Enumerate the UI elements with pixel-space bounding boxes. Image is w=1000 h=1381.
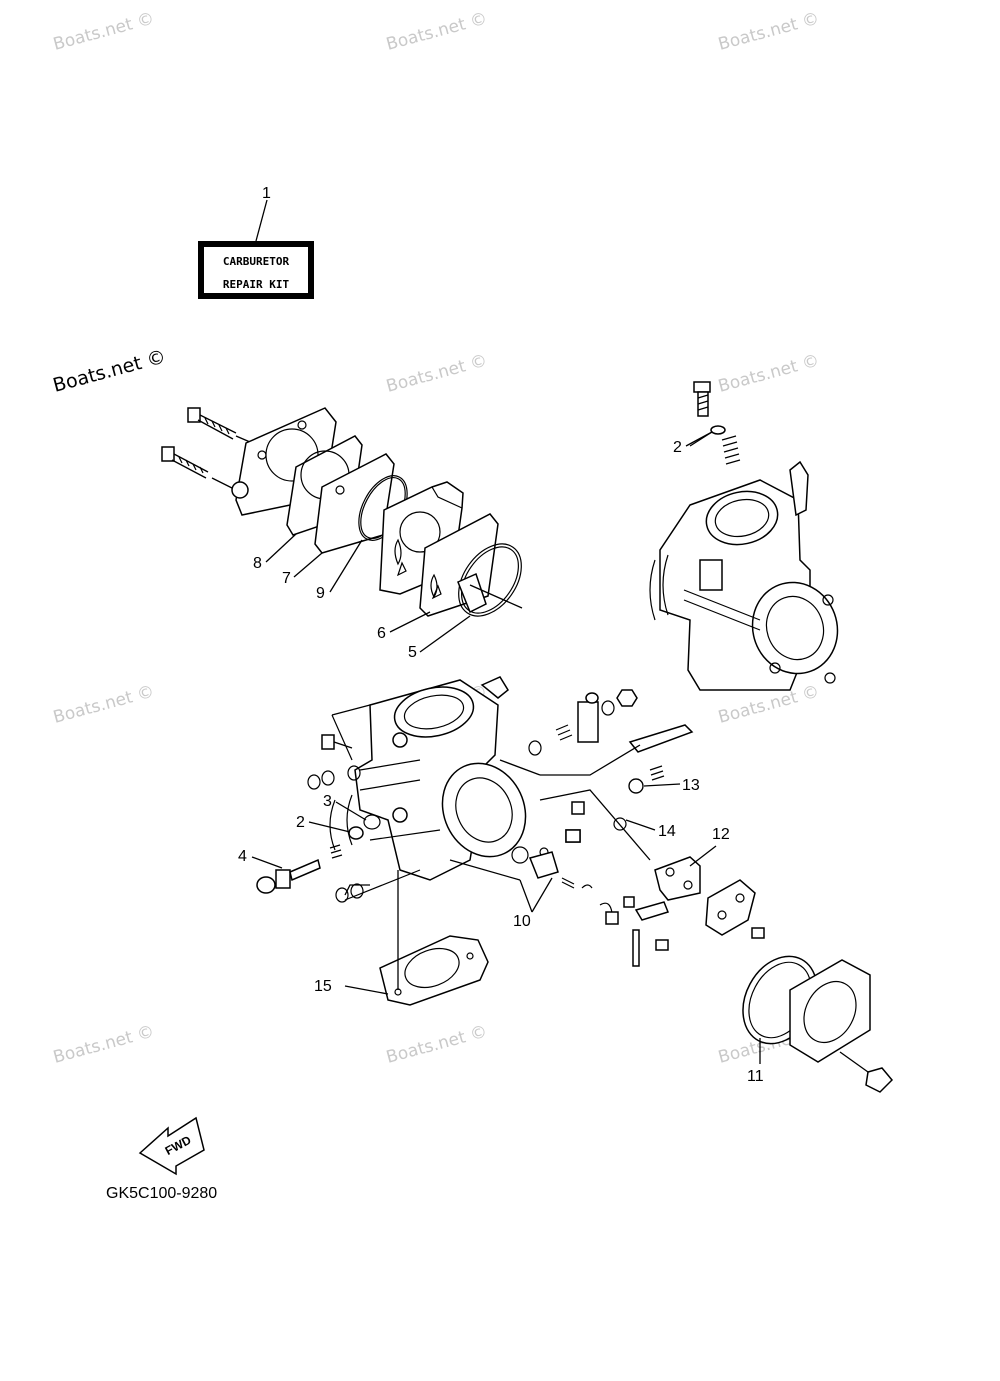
watermark: Boats.net © (716, 351, 821, 397)
callout-2-lower: 2 (296, 814, 305, 831)
callout-7: 7 (282, 570, 291, 587)
watermark: Boats.net © (51, 9, 156, 55)
fwd-arrow-icon: FWD (138, 1116, 205, 1176)
gasket-base (379, 935, 489, 1006)
callout-2-upper: 2 (673, 439, 682, 456)
callout-9: 9 (316, 585, 325, 602)
callout-6: 6 (377, 625, 386, 642)
pilot-screw (256, 844, 343, 894)
callout-4: 4 (238, 848, 247, 865)
callout-8: 8 (253, 555, 262, 572)
diagram-part-number: GK5C100-9280 (106, 1185, 217, 1202)
screw-upper (187, 407, 237, 440)
watermark: Boats.net © (384, 1022, 489, 1068)
callout-12: 12 (712, 826, 730, 843)
watermark: Boats.net © (51, 682, 156, 728)
screw-lower (161, 446, 209, 479)
assembled-carburetor (649, 381, 839, 691)
watermark: Boats.net © (716, 9, 821, 55)
callout-11: 11 (747, 1068, 764, 1085)
callout-15: 15 (314, 978, 332, 995)
callout-14: 14 (658, 823, 676, 840)
carburetor-body-exploded (256, 676, 894, 1093)
watermark: Boats.net © (51, 346, 169, 397)
callout-10: 10 (513, 913, 531, 930)
callout-1: 1 (262, 185, 271, 202)
callout-13: 13 (682, 777, 700, 794)
repair-kit-line1: CARBURETOR (223, 255, 290, 268)
watermark: Boats.net © (384, 351, 489, 397)
repair-kit-box: CARBURETOR REPAIR KIT (198, 199, 314, 299)
callouts: 1 2 2 3 4 5 6 7 8 9 10 11 12 13 14 15 (238, 185, 764, 1085)
watermark: Boats.net © (384, 9, 489, 55)
watermark: Boats.net © (51, 1022, 156, 1068)
repair-kit-line2: REPAIR KIT (223, 278, 290, 291)
callout-3: 3 (323, 793, 332, 810)
diaphragm-stack (161, 407, 523, 617)
callout-5: 5 (408, 644, 417, 661)
